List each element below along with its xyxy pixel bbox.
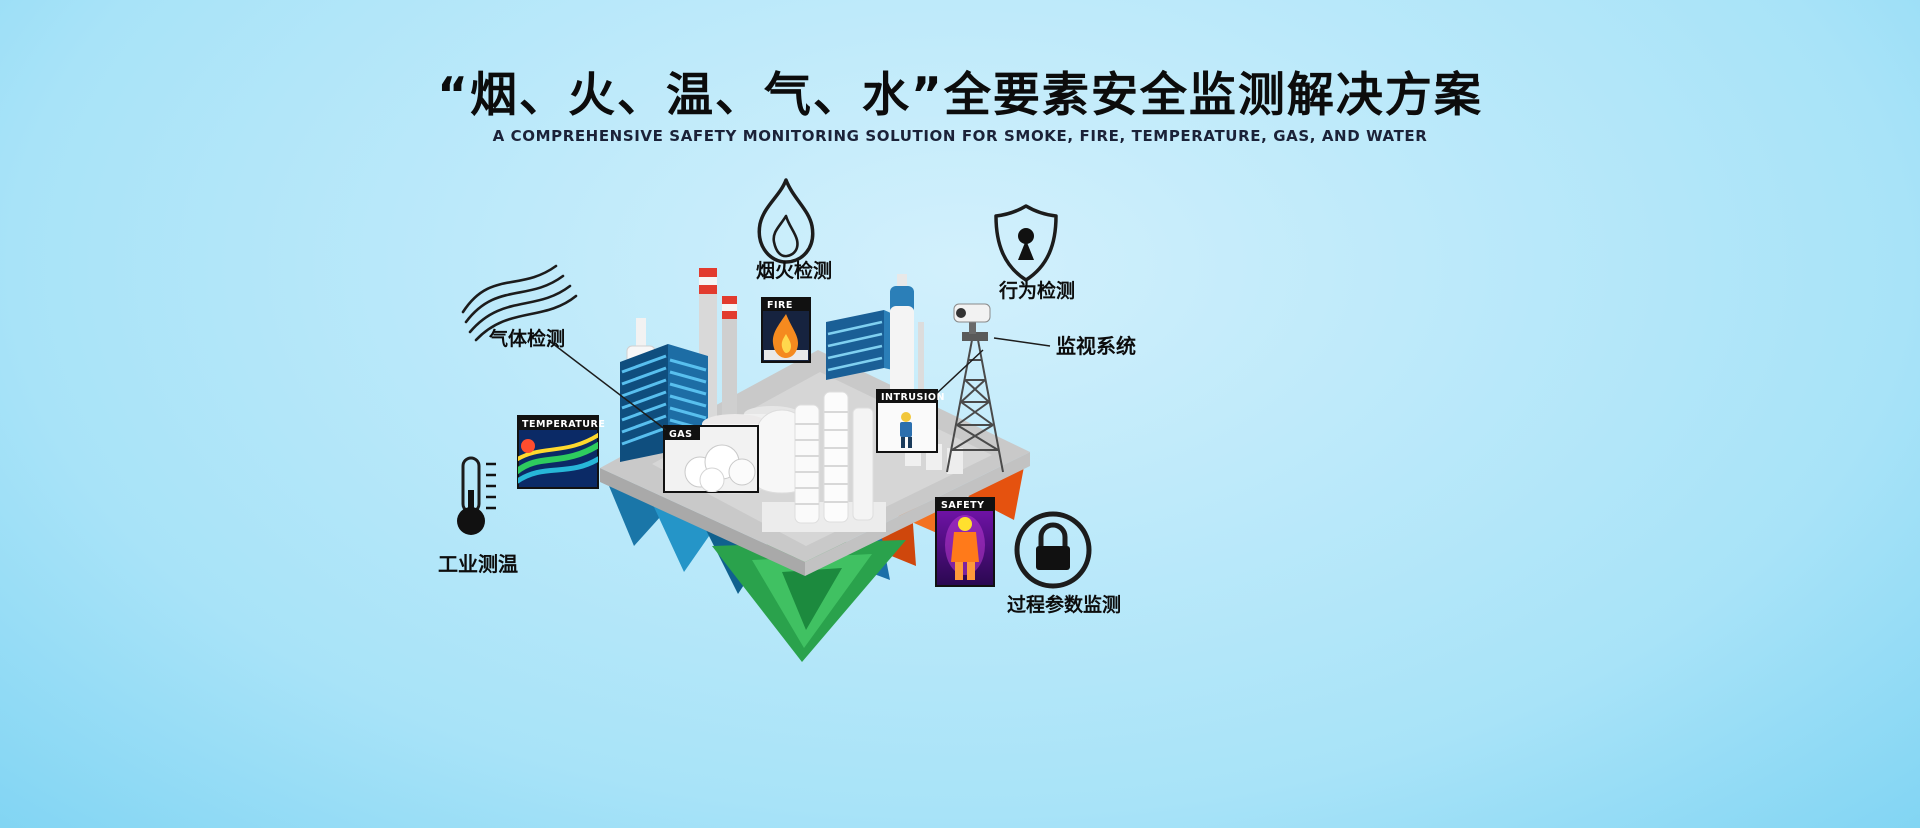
intrusion-photo: INTRUSION: [876, 389, 945, 453]
gas-photo: GAS: [663, 425, 759, 493]
transmission-tower: [946, 339, 1004, 473]
gas-tag: GAS: [669, 429, 693, 440]
smoke-fire-detection-label: 烟火检测: [756, 259, 832, 282]
safety-tag: SAFETY: [941, 500, 985, 511]
island-underside: [604, 456, 1026, 662]
fire-tag: FIRE: [767, 300, 793, 311]
callout-line-surveillance: [993, 337, 1051, 347]
temperature-photo: TEMPERATURE: [517, 415, 605, 489]
page-title: “烟、火、温、气、水”全要素安全监测解决方案: [437, 68, 1483, 123]
callout-line-intrusion: [935, 349, 984, 395]
intrusion-tag: INTRUSION: [881, 392, 945, 403]
column-cluster: [756, 391, 963, 532]
safety-photo: SAFETY: [935, 497, 995, 587]
callout-line-gas: [547, 339, 667, 431]
surveillance-system-label: 监视系统: [1056, 334, 1136, 358]
thermometer-icon: [457, 456, 496, 535]
shield-keyhole-icon: [994, 204, 1058, 282]
page-subtitle: A COMPREHENSIVE SAFETY MONITORING SOLUTI…: [492, 127, 1428, 145]
tower-platform: [962, 332, 988, 341]
temperature-tag: TEMPERATURE: [522, 419, 605, 430]
flame-icon: [757, 178, 815, 264]
gas-waves-icon: [461, 264, 578, 342]
industrial-temperature-label: 工业测温: [438, 552, 518, 576]
process-parameter-label: 过程参数监测: [1007, 593, 1121, 616]
behavior-detection-label: 行为检测: [998, 279, 1075, 302]
lock-icon: [1014, 511, 1092, 589]
gas-detection-label: 气体检测: [488, 327, 565, 350]
cctv-camera: [953, 303, 991, 334]
fire-photo: FIRE: [761, 297, 811, 363]
